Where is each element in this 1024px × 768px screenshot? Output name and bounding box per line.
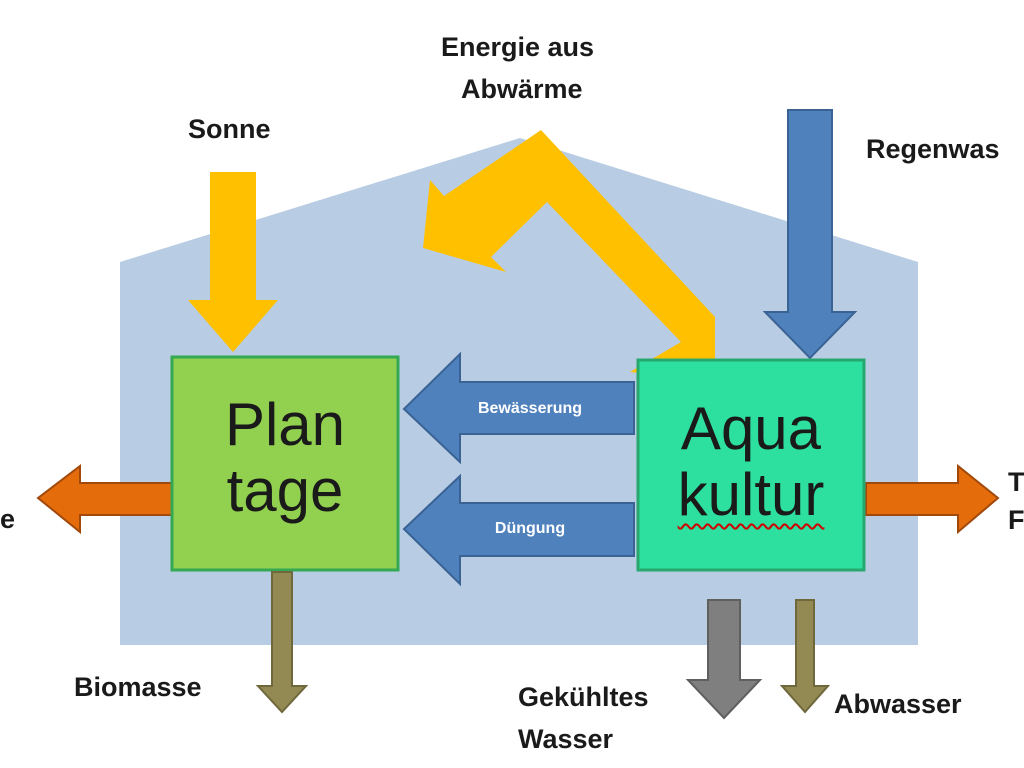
- aquakultur-box-text: Aqua kultur: [638, 396, 864, 528]
- aquakultur-line2: kultur: [638, 462, 864, 528]
- aquakultur-box: [636, 358, 866, 572]
- label-sonne: Sonne: [188, 114, 271, 144]
- aquakultur-line2-text: kultur: [677, 461, 825, 528]
- aquakultur-line1: Aqua: [680, 395, 822, 462]
- cooled-water-arrow: [685, 599, 763, 720]
- bewaesserung-arrow: [402, 351, 635, 465]
- label-gekuehltes-line2: Wasser: [518, 724, 614, 754]
- duengung-label: Düngung: [494, 520, 566, 537]
- biomass-arrow: [255, 571, 309, 714]
- plantage-box: [170, 355, 400, 572]
- label-regenwasser: Regenwas: [866, 134, 1000, 164]
- label-energie-line1: Energie aus: [441, 32, 595, 62]
- label-right-cut-2: F: [1008, 505, 1024, 535]
- abwasser-arrow: [779, 599, 831, 714]
- output-arrow-right: [865, 463, 1000, 535]
- plantage-line2: tage: [226, 457, 344, 524]
- label-right-cut-1: T: [1008, 467, 1024, 497]
- plantage-line1: Plan: [224, 391, 346, 458]
- label-biomasse: Biomasse: [74, 672, 202, 702]
- label-abwasser: Abwasser: [834, 689, 962, 719]
- rain-arrow: [762, 109, 858, 360]
- label-left-cut: e: [0, 504, 16, 534]
- output-arrow-left: [36, 463, 173, 535]
- heat-arrow: [423, 130, 715, 380]
- label-gekuehltes-line1: Gekühltes: [518, 682, 649, 712]
- bewaesserung-label: Bewässerung: [477, 400, 583, 417]
- duengung-arrow: [402, 473, 635, 587]
- sun-arrow: [188, 172, 278, 352]
- plantage-box-text: Plan tage: [172, 392, 398, 524]
- label-energie-line2: Abwärme: [461, 74, 583, 104]
